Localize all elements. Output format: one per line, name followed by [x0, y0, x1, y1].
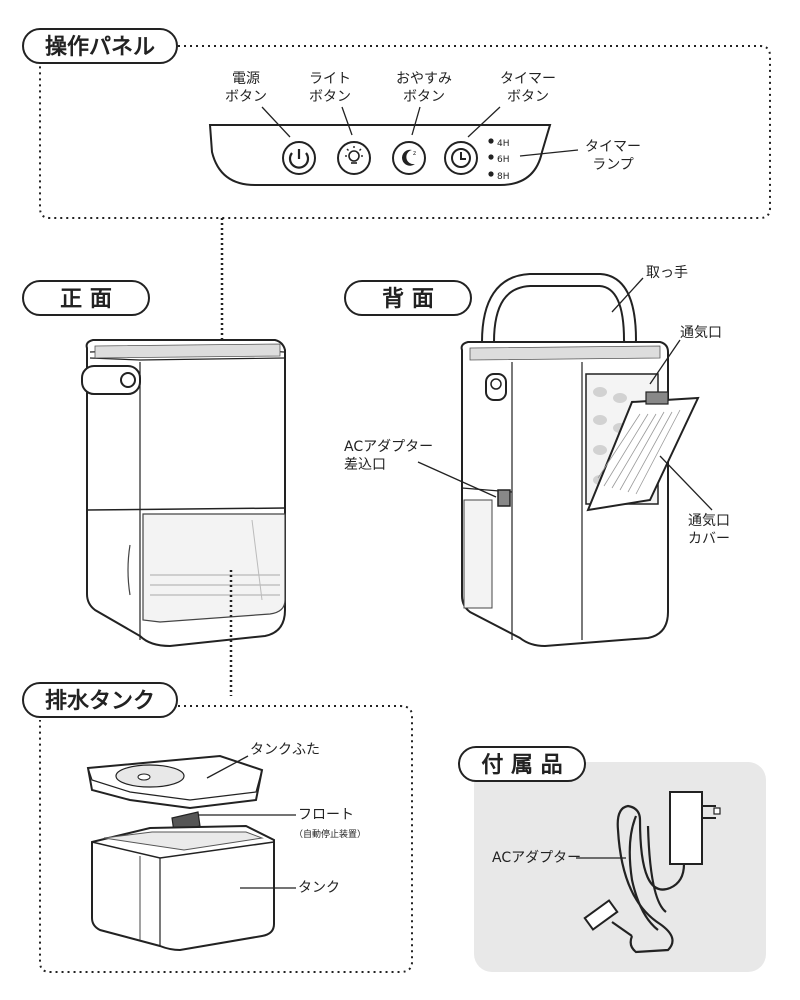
sleep-button-label: おやすみ ボタン — [396, 71, 452, 105]
light-button-label: ライト ボタン — [309, 71, 351, 105]
section-back: 背 面 — [344, 280, 472, 316]
ac-inlet-label: ACアダプター 差込口 — [344, 439, 434, 473]
section-control-panel: 操作パネル — [22, 28, 178, 64]
section-front: 正 面 — [22, 280, 150, 316]
front-unit — [81, 339, 286, 648]
float-label: フロート — [298, 807, 354, 823]
timer-option-6h: 6H — [497, 155, 510, 165]
tank-label: タンク — [298, 880, 340, 896]
timer-lamp-4h-dot — [488, 138, 494, 144]
timer-option-8h: 8H — [497, 172, 510, 182]
tank-lid — [86, 754, 264, 810]
light-button-icon — [337, 141, 371, 175]
handle-label: 取っ手 — [646, 265, 688, 281]
tank-lid-label: タンクふた — [250, 742, 320, 758]
timer-lamp-6h-dot — [488, 154, 494, 160]
power-button-label: 電源 ボタン — [225, 71, 267, 105]
timer-lamp-8h-dot — [488, 171, 494, 177]
section-tank: 排水タンク — [22, 682, 178, 718]
float-note-label: （自動停止装置） — [294, 830, 367, 840]
back-unit — [460, 273, 700, 648]
sleep-button-icon: z — [392, 141, 426, 175]
accessories-panel — [474, 762, 766, 972]
section-accessories: 付 属 品 — [458, 746, 586, 782]
tank — [91, 824, 275, 952]
timer-button-label: タイマー ボタン — [500, 71, 556, 105]
panel-frame — [39, 45, 771, 219]
timer-option-4h: 4H — [497, 139, 510, 149]
svg-text:z: z — [413, 150, 416, 157]
timer-button-icon — [444, 141, 478, 175]
vent-cover-label: 通気口 カバー — [688, 513, 730, 547]
timer-lamp-label: タイマー ランプ — [585, 139, 641, 173]
ac-adapter — [583, 791, 721, 954]
ac-adapter-label: ACアダプター — [492, 850, 582, 866]
power-button-icon — [282, 141, 316, 175]
vent-label: 通気口 — [680, 325, 722, 341]
